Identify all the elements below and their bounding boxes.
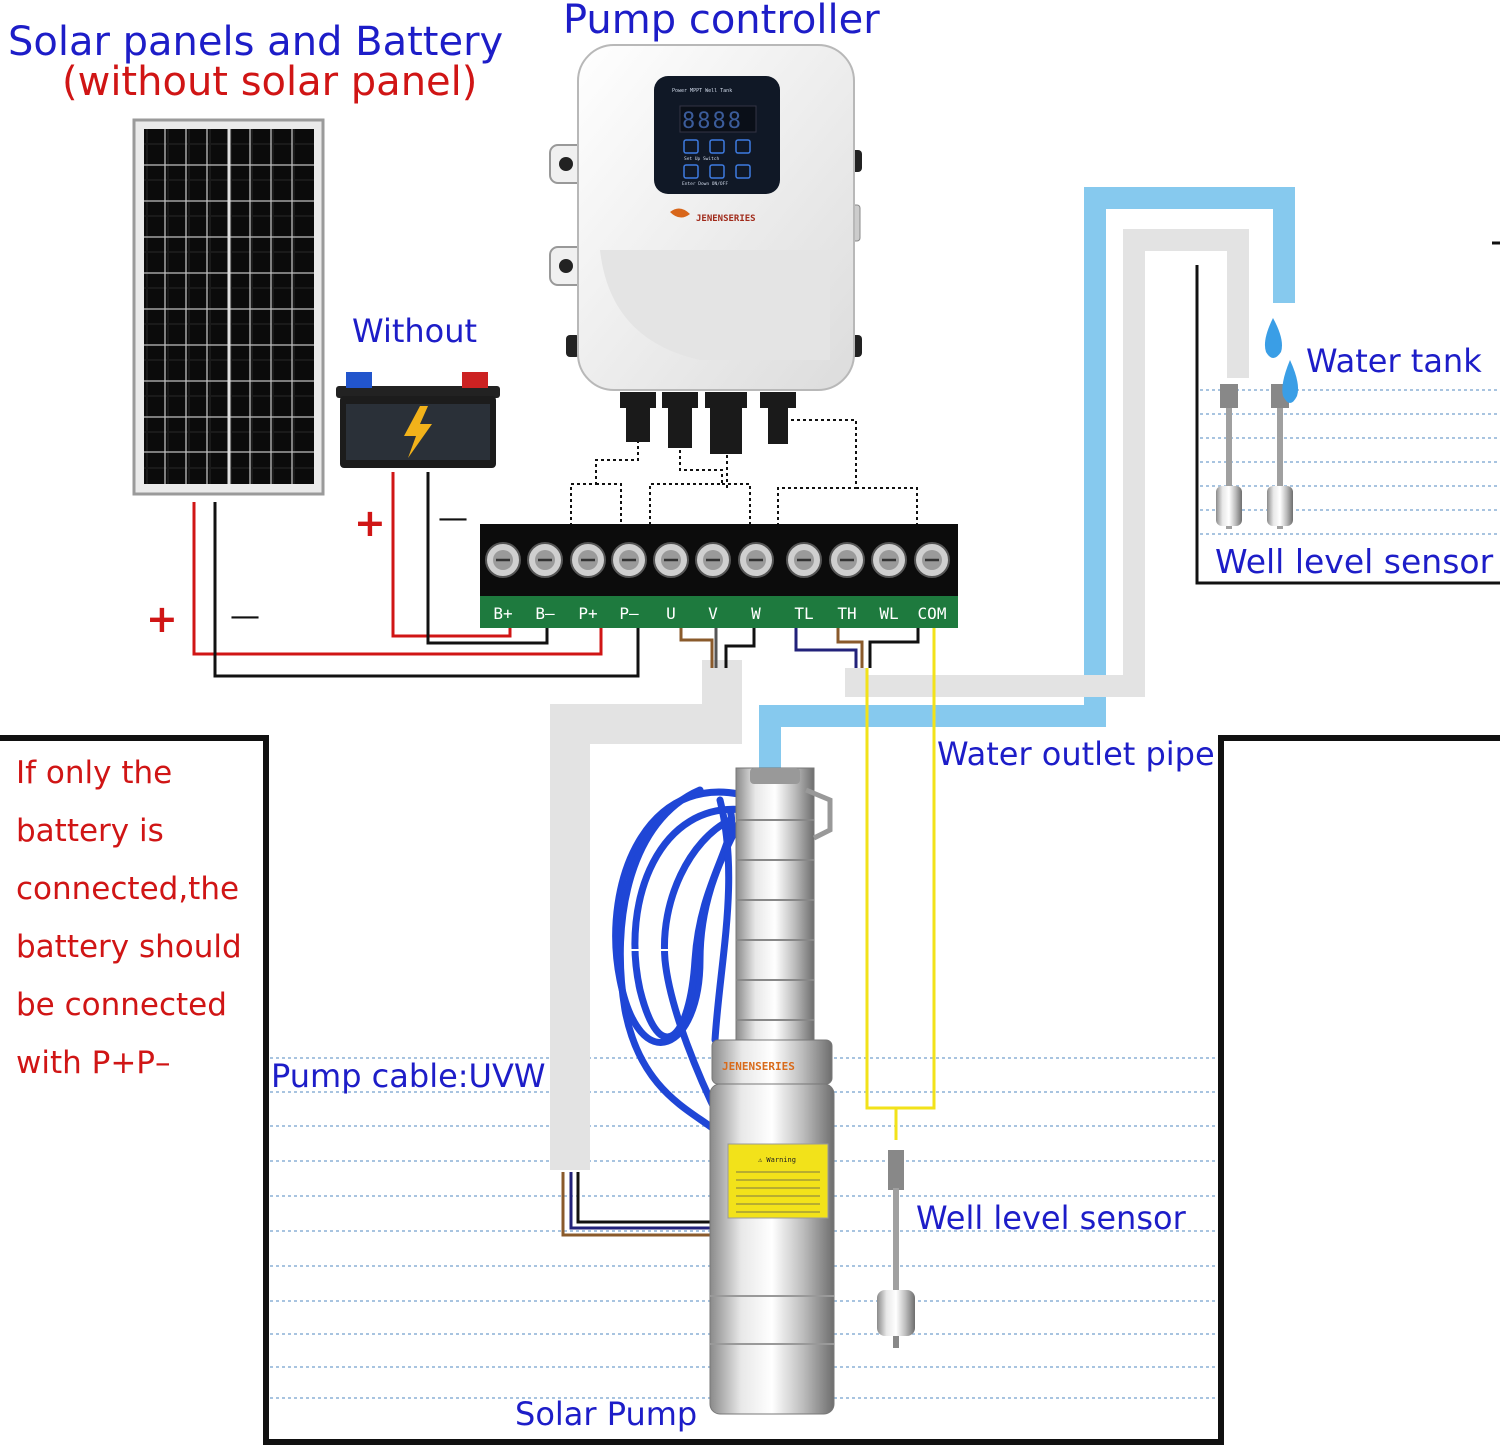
svg-text:Power MPPT Well Tank: Power MPPT Well Tank [672,88,732,94]
float-sensor-icon [877,1150,915,1348]
well-bore [0,735,1500,1445]
terminal-label: TH [837,604,856,623]
wire-th [836,628,864,668]
solar-pump-label: Solar Pump [515,1395,698,1433]
terminal-screw [871,542,907,578]
terminal-screw [527,542,563,578]
terminal-label: W [751,604,761,623]
terminal-label: P+ [578,604,597,623]
wire-pump-brown [561,1172,722,1237]
tank-sensor-label: Well level sensor [1215,542,1494,581]
note-line: If only the [16,755,173,791]
terminal-label: B+ [493,604,512,623]
wire-battery-positive [391,472,512,638]
wire-wl [868,628,920,668]
terminal-label: WL [879,604,898,623]
svg-text:JENENSERIES: JENENSERIES [696,214,756,224]
well-sensor-label: Well level sensor [916,1199,1186,1237]
svg-text:Enter Down ON/OFF: Enter Down ON/OFF [682,181,728,187]
wires [192,472,936,1237]
terminal-label: P– [619,604,639,623]
solar-panels-title: Solar panels and Battery [8,19,504,65]
pump-cable-label: Pump cable:UVW [271,1057,546,1095]
note-line: connected,the [16,871,240,907]
battery-negative-sign: — [438,501,468,536]
pump-cable-conduit [550,660,742,1170]
terminal-screw [485,542,521,578]
panel-positive-sign: + [146,597,178,641]
note-line: battery is [16,813,164,849]
water-tank [1195,241,1500,585]
wire-sensor-yellow [865,668,896,1110]
terminal-label: B– [535,604,555,623]
wire-pump-navy [569,1172,718,1230]
battery-label: Without [352,312,478,350]
terminal-block: B+ B– P+ P– U V W TL TH WL COM [480,524,958,628]
terminal-screw [695,542,731,578]
note-line: with P+P– [16,1045,171,1081]
sensor-conduit [845,229,1249,697]
terminal-label: V [708,604,718,623]
water-outlet-pipe-label: Water outlet pipe [937,735,1215,773]
panel-negative-sign: — [230,599,260,634]
wire-battery-negative [426,472,549,645]
wire-panel-positive [192,502,603,656]
water-outlet-pipe [759,187,1295,770]
terminal-label: TL [794,604,813,623]
pump-controller-icon: Power MPPT Well Tank 8888 Set Up Switch … [549,44,862,454]
terminal-label: U [666,604,676,623]
submersible-pump-icon: JENENSERIES ⚠ Warning [612,767,835,1415]
terminal-screw [611,542,647,578]
wire-w [724,628,756,668]
water-drop-icon [1264,318,1299,403]
wire-panel-negative [213,502,640,678]
lightning-icon [404,406,432,458]
note-line: be connected [16,987,227,1023]
svg-text:JENENSERIES: JENENSERIES [722,1060,795,1073]
battery-icon [336,372,500,468]
pump-controller-title: Pump controller [563,0,880,43]
svg-text:⚠ Warning: ⚠ Warning [758,1156,796,1164]
terminal-screws [485,542,950,578]
svg-text:8888: 8888 [682,109,743,134]
note-line: battery should [16,929,242,965]
float-sensor-icon [1216,384,1293,529]
terminal-labels: B+ B– P+ P– U V W TL TH WL COM [493,604,946,623]
terminal-label: COM [918,604,947,623]
svg-text:Set Up Switch: Set Up Switch [684,156,720,162]
wire-pump-black [576,1172,714,1224]
terminal-screw [738,542,774,578]
terminal-screw [914,542,950,578]
terminal-screw [786,542,822,578]
terminal-screw [570,542,606,578]
solar-panel-icon [132,118,325,496]
tank-water-lines [1200,389,1500,535]
water-tank-label: Water tank [1306,342,1482,380]
wire-tl [794,628,858,668]
well-water-lines [270,1057,1217,1399]
terminal-screw [653,542,689,578]
solar-panels-subtitle: (without solar panel) [62,59,478,105]
wire-u [679,628,714,668]
terminal-screw [829,542,865,578]
wire-com [894,628,936,1140]
gland-leader-lines [570,419,918,525]
battery-positive-sign: + [354,501,386,545]
